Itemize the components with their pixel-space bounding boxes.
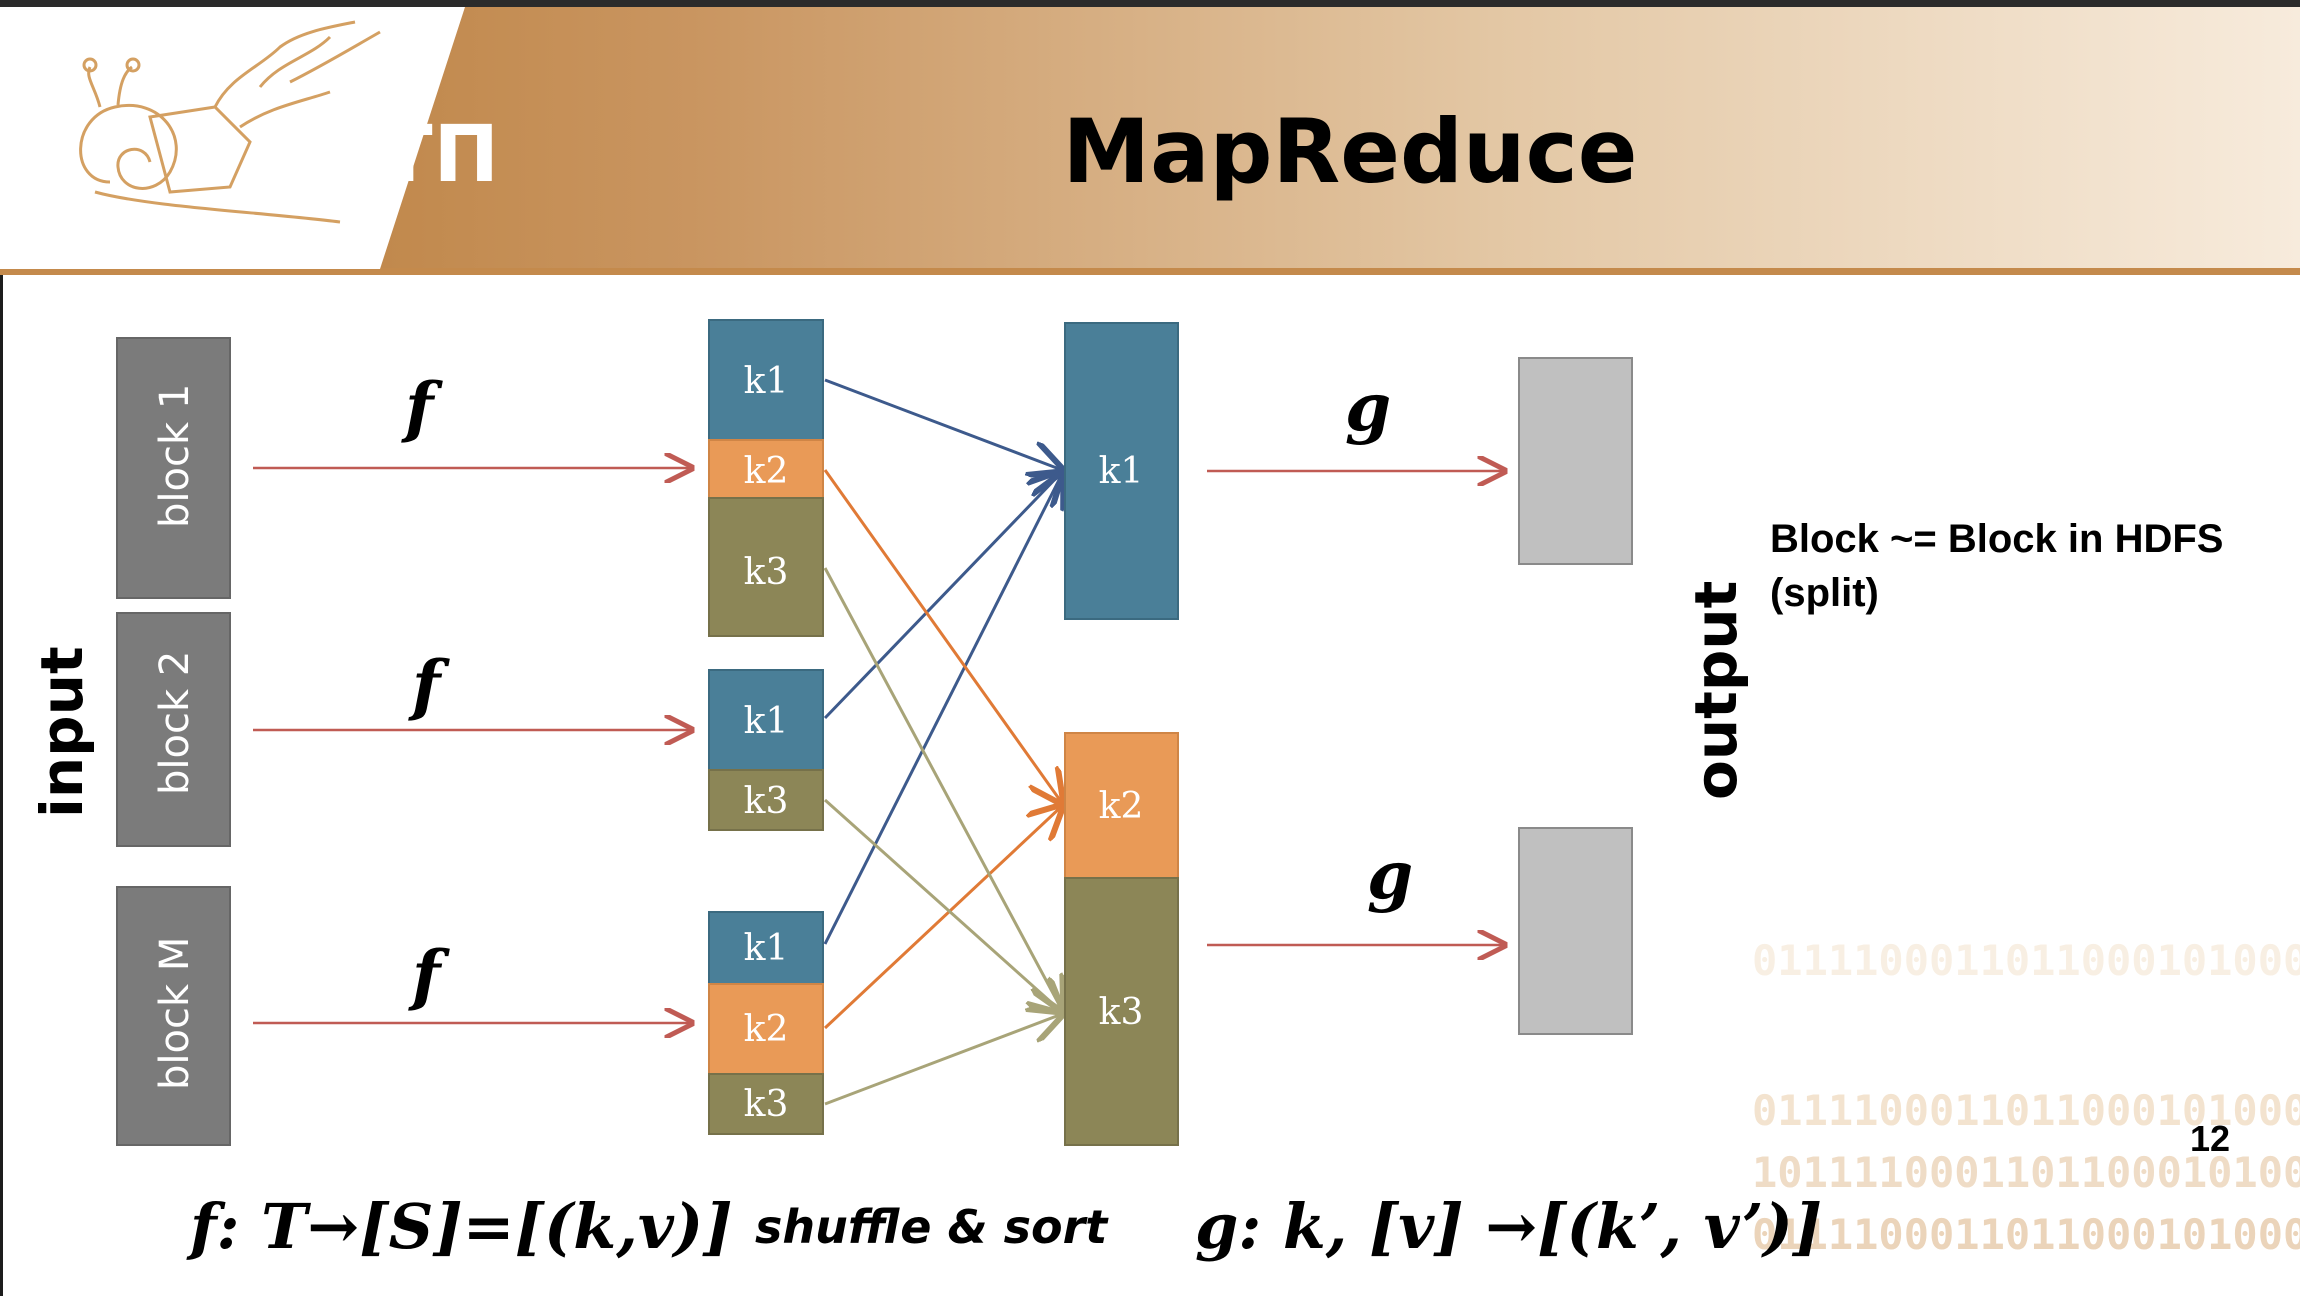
- key-label: k3: [744, 781, 789, 822]
- reduce-arrows: [1207, 471, 1505, 945]
- output-box-2: [1518, 827, 1633, 1035]
- key-label: k1: [1099, 451, 1144, 492]
- key-label: k1: [744, 701, 789, 742]
- key-cell-k1: [1064, 322, 1179, 620]
- map-function-label: f: [408, 936, 450, 1014]
- reduce-function-label: g: [1367, 836, 1413, 914]
- key-cell-k1: [708, 669, 824, 771]
- output-box-1: [1518, 357, 1633, 565]
- key-cell-k1: [708, 911, 824, 985]
- key-cell-k1: [708, 319, 824, 441]
- key-cell-k3: [708, 497, 824, 637]
- binary-row: 101111000110110001010000: [1752, 1148, 2300, 1197]
- map-formula: f: T→[S]=[(k,v)]: [190, 1190, 733, 1263]
- top-strip: [0, 0, 2300, 7]
- input-block-m: block M: [116, 886, 231, 1146]
- shuffle-lines-k3: [823, 567, 1062, 1106]
- key-label: k2: [744, 1009, 789, 1050]
- key-label: k3: [744, 552, 789, 593]
- reduce-input-1: k1: [1064, 322, 1179, 620]
- reduce-input-2: k2 k3: [1064, 732, 1179, 1146]
- shuffle-line: [824, 378, 1062, 470]
- page-number: 12: [2190, 1118, 2231, 1159]
- hdfs-note-line2: (split): [1770, 571, 1879, 615]
- map-function-label: f: [401, 368, 443, 446]
- hdfs-note: Block ~= Block in HDFS (split): [1770, 512, 2290, 620]
- key-label: k2: [1099, 786, 1144, 827]
- shuffle-sort-label: shuffle & sort: [755, 1200, 1108, 1254]
- shuffle-line: [823, 806, 1062, 1030]
- map-output-2: k1 k3: [708, 669, 824, 831]
- header-underline: [0, 268, 2300, 275]
- shuffle-line: [823, 474, 1062, 945]
- shuffle-line: [823, 567, 1062, 1010]
- hdfs-note-line1: Block ~= Block in HDFS: [1770, 517, 2224, 561]
- key-cell-k3: [708, 1073, 824, 1135]
- binary-row: 011110001101100010100000: [1752, 936, 2300, 985]
- binary-row: 011110001101100010100000: [1752, 1086, 2300, 1135]
- key-cell-k3: [1064, 877, 1179, 1146]
- key-cell-k2: [1064, 732, 1179, 879]
- snail-logo-icon: [79, 20, 381, 224]
- map-function-label: f: [408, 646, 450, 724]
- reduce-function-label: g: [1345, 368, 1391, 446]
- key-label: k3: [1099, 992, 1144, 1033]
- reduce-formula: g: k, [v] →[(k’, v’)]: [1195, 1190, 1823, 1263]
- input-label: input: [28, 646, 96, 818]
- map-arrows: [253, 468, 692, 1023]
- shuffle-line: [824, 1014, 1062, 1106]
- shuffle-lines-k1: [823, 378, 1062, 945]
- input-block-2: block 2: [116, 612, 231, 847]
- key-label: k1: [744, 361, 789, 402]
- logo-panel: [0, 7, 465, 269]
- key-label: k1: [744, 928, 789, 969]
- shuffle-line: [823, 472, 1062, 720]
- slide-title: MapReduce: [1062, 100, 1638, 203]
- key-cell-k3: [708, 769, 824, 831]
- input-block-label: block 2: [152, 651, 198, 795]
- key-label: k2: [744, 451, 789, 492]
- key-label: k3: [744, 1084, 789, 1125]
- shuffle-line: [823, 798, 1062, 1012]
- map-output-3: k1 k2 k3: [708, 911, 824, 1135]
- input-block-label: block M: [152, 937, 198, 1090]
- shuffle-line: [823, 469, 1062, 803]
- map-output-1: k1 k2 k3: [708, 319, 824, 637]
- binary-row: 011110001101100010100000: [1752, 1210, 2300, 1259]
- shuffle-lines-k2: [823, 469, 1062, 1030]
- input-block-label: block 1: [152, 384, 198, 528]
- logo-text: АТП: [318, 110, 500, 200]
- left-rule: [0, 275, 3, 1296]
- input-block-1: block 1: [116, 337, 231, 599]
- key-cell-k2: [708, 439, 824, 499]
- output-label: output: [1682, 581, 1750, 800]
